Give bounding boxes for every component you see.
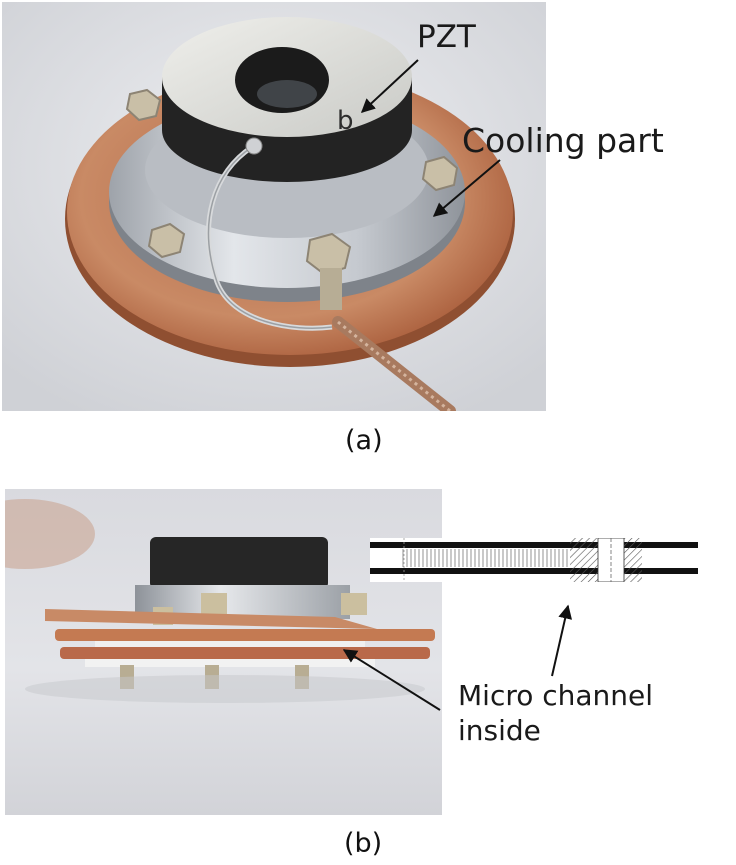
- schematic-lower-plate: [370, 568, 698, 574]
- insulation-layer: [95, 641, 365, 647]
- caption-panel-b: (b): [344, 828, 383, 859]
- standoff-nut: [201, 593, 227, 615]
- photo-panel-a: b: [2, 2, 546, 411]
- callout-micro-channel: Micro channel inside: [458, 679, 654, 747]
- schematic-drawing: [370, 537, 698, 583]
- callout-pzt: PZT: [417, 19, 476, 55]
- hole-reflection: [257, 80, 317, 108]
- solder-joint: [245, 137, 263, 155]
- standoff-nut: [341, 593, 367, 615]
- caption-panel-a: (a): [345, 425, 383, 456]
- signal-wire-edge: [207, 146, 333, 329]
- copper-plate-upper: [55, 629, 435, 641]
- base-plate: [85, 659, 375, 667]
- copper-cable-braid: [337, 320, 451, 411]
- table-shadow: [25, 675, 425, 703]
- copper-cable-bent: [45, 609, 377, 629]
- schematic-seal-right: [624, 538, 642, 582]
- disc-marking: b: [337, 106, 354, 136]
- standoff-post: [320, 268, 342, 310]
- schematic-seal-left: [570, 538, 598, 582]
- blurred-finger: [5, 499, 95, 569]
- standoff-nut: [305, 232, 352, 276]
- standoff-nut: [125, 88, 162, 122]
- standoff-nut: [147, 222, 186, 259]
- photo-a-illustration: b: [2, 2, 546, 411]
- arrow-micro-channel-schematic: [551, 604, 573, 677]
- schematic-upper-plate: [370, 542, 698, 548]
- copper-plate-lower: [60, 647, 430, 659]
- micro-channel-schematic: [370, 537, 698, 583]
- callout-cooling-part: Cooling part: [462, 121, 664, 160]
- pzt-ring-side: [150, 537, 328, 589]
- schematic-channel: [400, 549, 570, 567]
